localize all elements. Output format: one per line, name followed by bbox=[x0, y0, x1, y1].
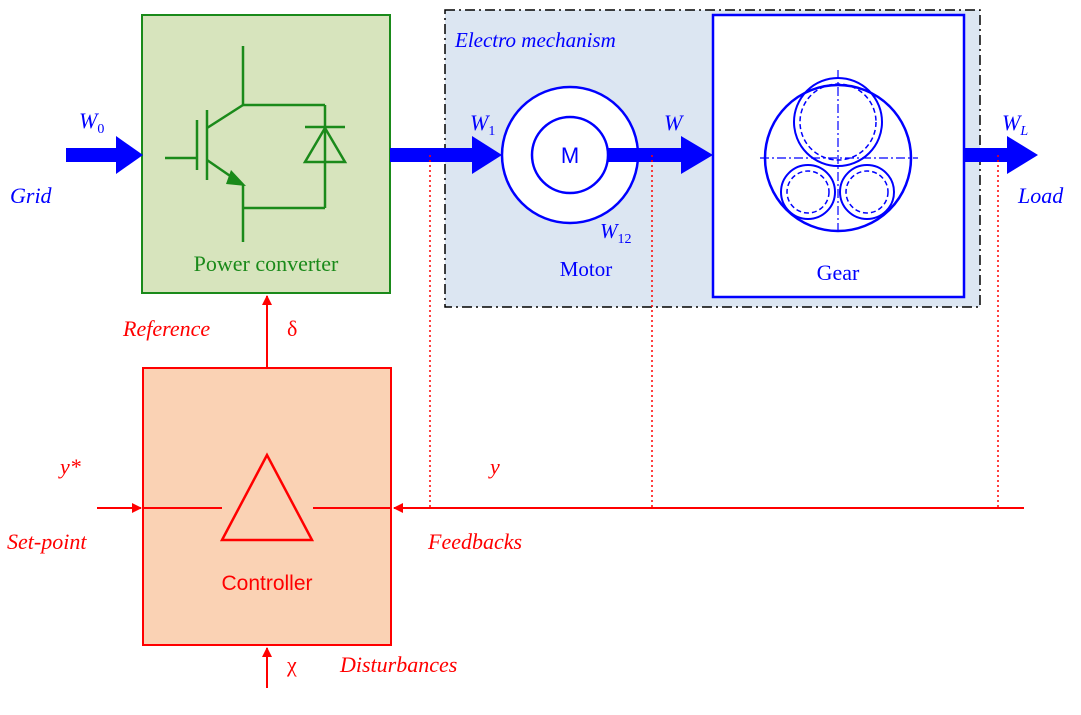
converter-output-arrow bbox=[390, 136, 502, 174]
motor-power-label: W12 bbox=[600, 219, 632, 247]
load-arrow bbox=[964, 136, 1038, 174]
gear-label: Gear bbox=[817, 260, 860, 285]
setpoint-symbol: y* bbox=[58, 454, 81, 479]
gear-block: Gear bbox=[711, 13, 966, 299]
power-converter-block: Power converter bbox=[141, 14, 391, 294]
w0-label: W0 bbox=[79, 108, 104, 137]
delta-label: δ bbox=[287, 316, 297, 341]
motor-label: Motor bbox=[560, 257, 613, 281]
energy-flow bbox=[66, 136, 1038, 174]
electro-mechanism-label: Electro mechanism bbox=[454, 28, 616, 52]
controller-label: Controller bbox=[221, 572, 312, 595]
gear-icon bbox=[760, 70, 918, 234]
grid-label: Grid bbox=[10, 183, 53, 208]
setpoint-label: Set-point bbox=[7, 529, 87, 554]
controller-block: Controller bbox=[142, 367, 392, 646]
reference-label: Reference bbox=[122, 316, 210, 341]
energy-labels: Grid Load W0 W1 W WL bbox=[10, 108, 1064, 208]
signal-labels: Reference δ y* Set-point y Feedbacks χ D… bbox=[7, 316, 522, 677]
amplifier-icon bbox=[143, 452, 391, 542]
grid-arrow bbox=[66, 136, 143, 174]
disturbances-label: Disturbances bbox=[339, 652, 457, 677]
feedback-symbol: y bbox=[488, 454, 500, 479]
wl-label: WL bbox=[1002, 110, 1028, 139]
w1-label: W1 bbox=[470, 110, 495, 139]
motor-symbol: M bbox=[561, 143, 579, 168]
power-converter-label: Power converter bbox=[194, 251, 339, 276]
control-signals bbox=[97, 295, 1024, 688]
load-label: Load bbox=[1017, 183, 1064, 208]
motor-output-arrow bbox=[608, 136, 713, 174]
diode-icon bbox=[302, 105, 348, 208]
feedbacks-label: Feedbacks bbox=[427, 529, 522, 554]
disturbance-symbol: χ bbox=[286, 652, 297, 677]
w-label: W bbox=[664, 110, 684, 135]
feedback-taps bbox=[429, 155, 999, 508]
igbt-icon bbox=[165, 46, 325, 242]
